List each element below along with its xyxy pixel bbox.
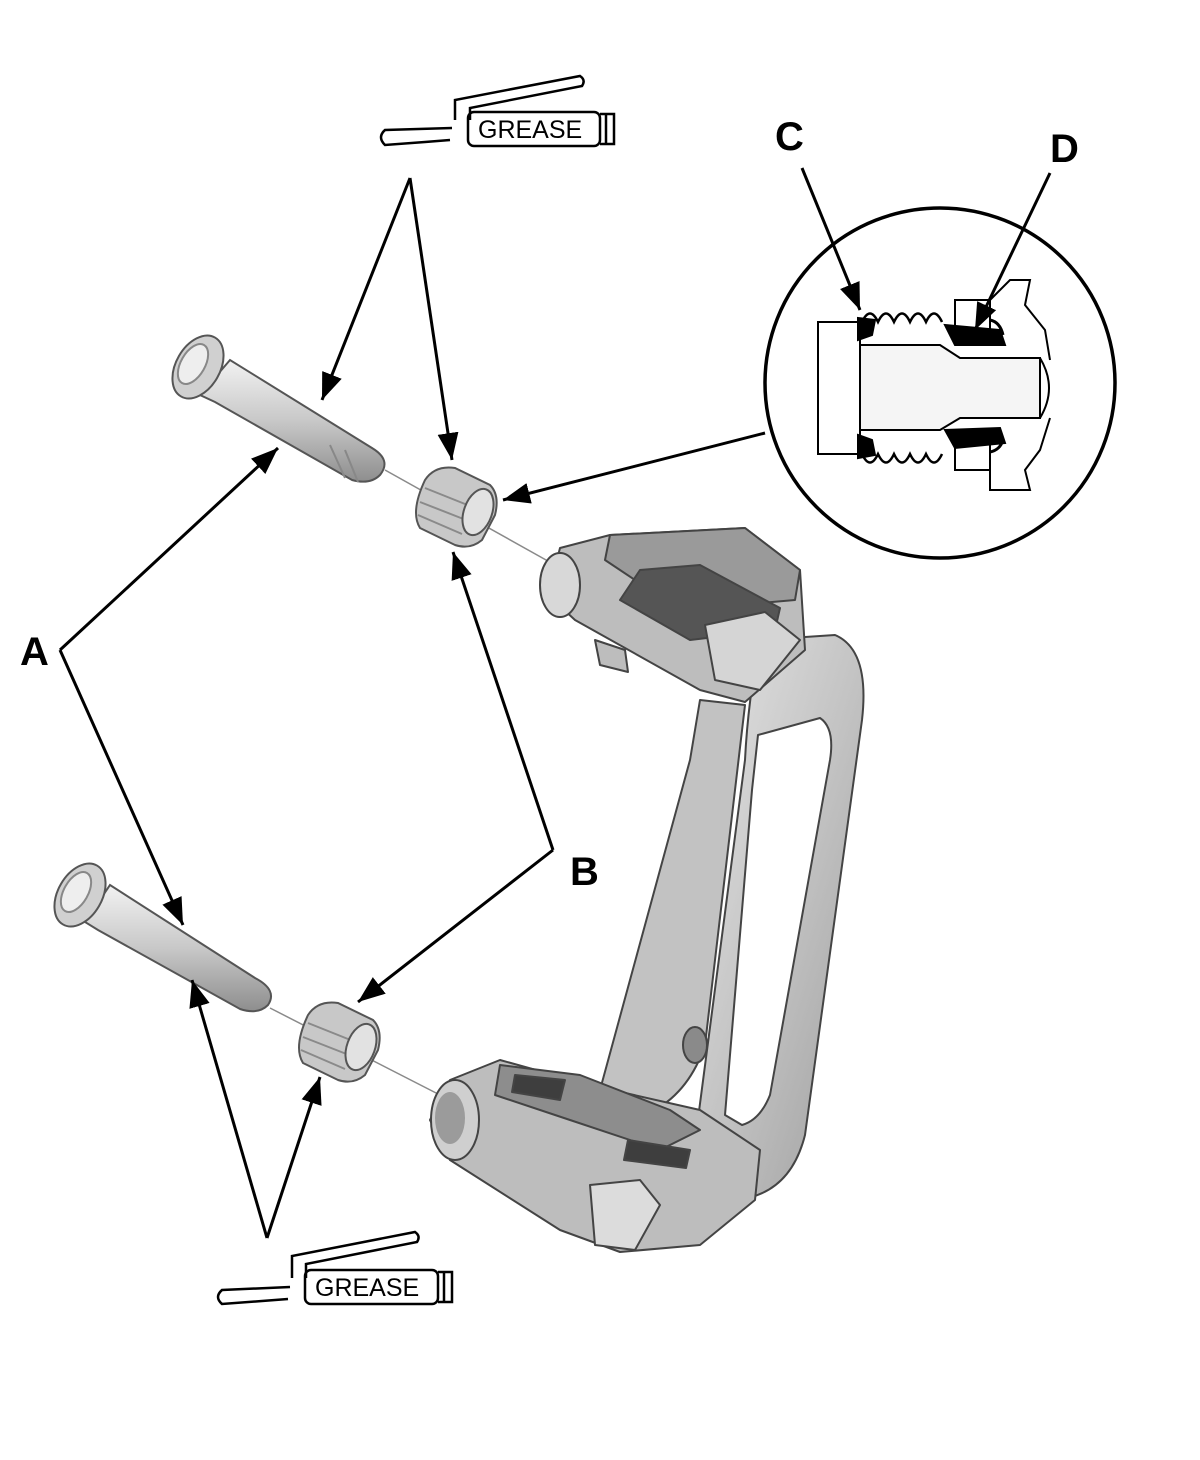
detail-view: [763, 206, 1117, 560]
arrow-b-upper: [451, 551, 555, 851]
arrow-grease-top-pin: [320, 177, 412, 401]
arrow-grease-bottom-boot: [265, 1076, 322, 1239]
leader-lines: [58, 167, 1052, 1239]
arrow-a-upper: [58, 446, 280, 652]
arrow-detail-to-boot: [502, 431, 766, 504]
arrow-d: [973, 172, 1052, 331]
grease-gun-icon-top: GREASE: [379, 74, 616, 148]
callout-b: B: [570, 850, 599, 894]
grease-label-top: GREASE: [478, 116, 582, 144]
arrow-b-lower: [357, 848, 554, 1004]
grease-label-bottom: GREASE: [315, 1274, 419, 1302]
callout-d: D: [1050, 127, 1079, 171]
guide-pin-upper: [171, 334, 386, 483]
grease-gun-icon-bottom: GREASE: [216, 1230, 454, 1306]
boot-upper: [415, 466, 498, 548]
boot-lower: [298, 1001, 381, 1083]
arrow-c: [800, 167, 862, 311]
arrow-grease-bottom-pin: [189, 979, 269, 1239]
arrow-grease-top-boot: [408, 177, 459, 461]
callout-c: C: [775, 115, 804, 159]
arrow-a-lower: [58, 649, 185, 926]
callout-a: A: [20, 630, 49, 674]
caliper-bracket: [429, 527, 865, 1253]
guide-pin-lower: [53, 862, 272, 1013]
